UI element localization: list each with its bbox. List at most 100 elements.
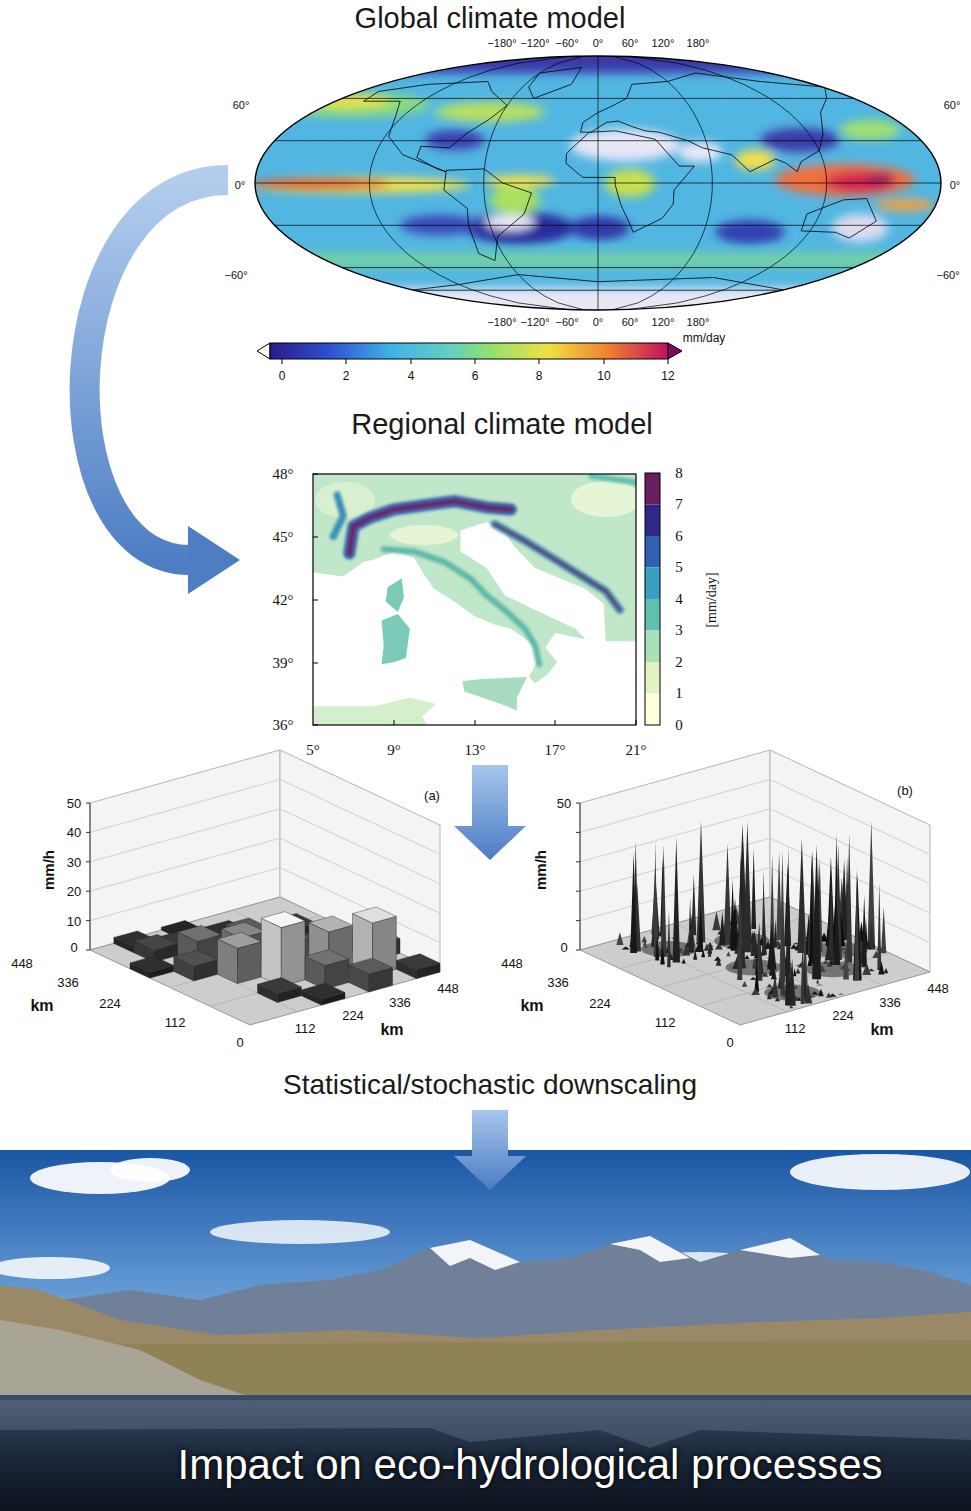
- rain-spike: [727, 966, 735, 967]
- axis-tick: [86, 920, 90, 921]
- rain-spike: [715, 943, 723, 950]
- axis-label: 42°: [273, 593, 294, 608]
- axis-label: 4: [675, 592, 683, 607]
- precip-colorbar: [270, 343, 668, 359]
- alpine-photo: [430, 1240, 520, 1270]
- axis-label: 0: [70, 941, 77, 954]
- rain-bar: [238, 942, 262, 984]
- axis-label: 180°: [687, 38, 710, 49]
- map-outline: [255, 56, 941, 310]
- rain-spike: [654, 840, 657, 957]
- rain-spike: [785, 901, 790, 1005]
- rain-spike: [774, 919, 778, 948]
- axis-label: 112: [165, 1016, 186, 1029]
- flow-arrow: [454, 1110, 526, 1190]
- rain-spike: [693, 949, 697, 960]
- axis-label: 60°: [622, 38, 639, 49]
- rain-spike: [790, 944, 798, 949]
- global-map: [250, 177, 470, 193]
- stage-panel: Regional climate model: [240, 400, 770, 765]
- rain-spike: [716, 957, 722, 966]
- global-map: [255, 56, 941, 310]
- island: [386, 579, 404, 612]
- rain-spike: [743, 821, 752, 952]
- axis-label: mm/day: [683, 332, 726, 344]
- rain-bar: [178, 925, 222, 941]
- axis-label: 60°: [622, 317, 639, 328]
- axis-label: 120°: [652, 317, 675, 328]
- global-map: [875, 199, 935, 211]
- axis-label: mm/h: [41, 850, 56, 890]
- axis-label: −60°: [555, 38, 578, 49]
- rain-spike: [661, 844, 667, 957]
- regional-map: [390, 525, 458, 545]
- axis-label: −60°: [936, 270, 959, 281]
- plot-floor: [90, 897, 440, 1025]
- grid-line: [90, 779, 440, 854]
- axis-label: 20: [67, 885, 81, 898]
- global-map: [570, 216, 630, 240]
- fine-rain-plot: [576, 750, 930, 1025]
- rain-spike: [826, 992, 832, 997]
- rain-spike: [846, 834, 852, 963]
- global-map: [735, 150, 775, 170]
- arrow-head: [188, 526, 240, 594]
- regional-colorbar: [645, 536, 660, 568]
- island: [462, 677, 527, 711]
- axis-label: 2: [343, 370, 350, 382]
- global-map: [255, 56, 941, 310]
- mountain-rain: [495, 524, 620, 610]
- stage-panel: Statistical/stochastic downscaling: [0, 860, 971, 1110]
- axis-tick: [576, 891, 580, 892]
- rain-bar: [396, 954, 440, 970]
- axis-label: 448: [11, 957, 33, 970]
- rain-spike: [751, 848, 756, 929]
- axis-label: 224: [99, 997, 121, 1010]
- rain-spike: [826, 961, 832, 967]
- rain-spike: [769, 958, 776, 976]
- rain-spike: [796, 968, 801, 974]
- stage-title: Regional climate model: [351, 408, 652, 441]
- axis-label: 60°: [944, 100, 961, 111]
- axis-label: 12: [661, 370, 674, 382]
- axis-label: 224: [832, 1009, 854, 1022]
- axis-label: (b): [897, 784, 913, 797]
- stage-panel: Global climate model: [228, 0, 968, 395]
- axis-label: 9°: [387, 743, 401, 758]
- grid-line: [580, 779, 930, 854]
- rain-spike: [726, 951, 730, 956]
- axis-label: 0: [726, 1036, 733, 1049]
- continent-outline: [566, 131, 694, 233]
- axis-label: 336: [57, 976, 79, 989]
- rain-bar: [261, 918, 281, 986]
- axis-label: 10: [597, 370, 610, 382]
- rain-spike: [737, 914, 742, 980]
- axis-label: 13°: [465, 743, 486, 758]
- axis-label: 448: [927, 982, 949, 995]
- rain-spike: [812, 844, 821, 979]
- rain-spike: [688, 914, 694, 952]
- rain-spike: [751, 988, 760, 995]
- rain-spike: [767, 991, 772, 999]
- rain-spike: [812, 992, 819, 995]
- mountain-rain: [349, 501, 511, 553]
- axis-label: 112: [785, 1022, 806, 1035]
- global-map: [250, 45, 950, 318]
- global-map: [825, 172, 895, 192]
- arrow-shaft: [85, 180, 228, 560]
- axis-label: 0: [675, 718, 683, 733]
- regional-map: [313, 474, 636, 725]
- alpine-photo: [110, 1158, 190, 1182]
- flow-arrow: [85, 180, 240, 594]
- axis-label: 0: [279, 370, 286, 382]
- axis-label: 0°: [593, 38, 604, 49]
- rain-spike: [682, 944, 690, 955]
- grid-line: [580, 809, 930, 884]
- axis-label: 8: [675, 466, 683, 481]
- axis-label: 448: [501, 957, 523, 970]
- precip-colorbar: [668, 343, 682, 359]
- rain-spike: [771, 972, 777, 979]
- island: [382, 614, 410, 664]
